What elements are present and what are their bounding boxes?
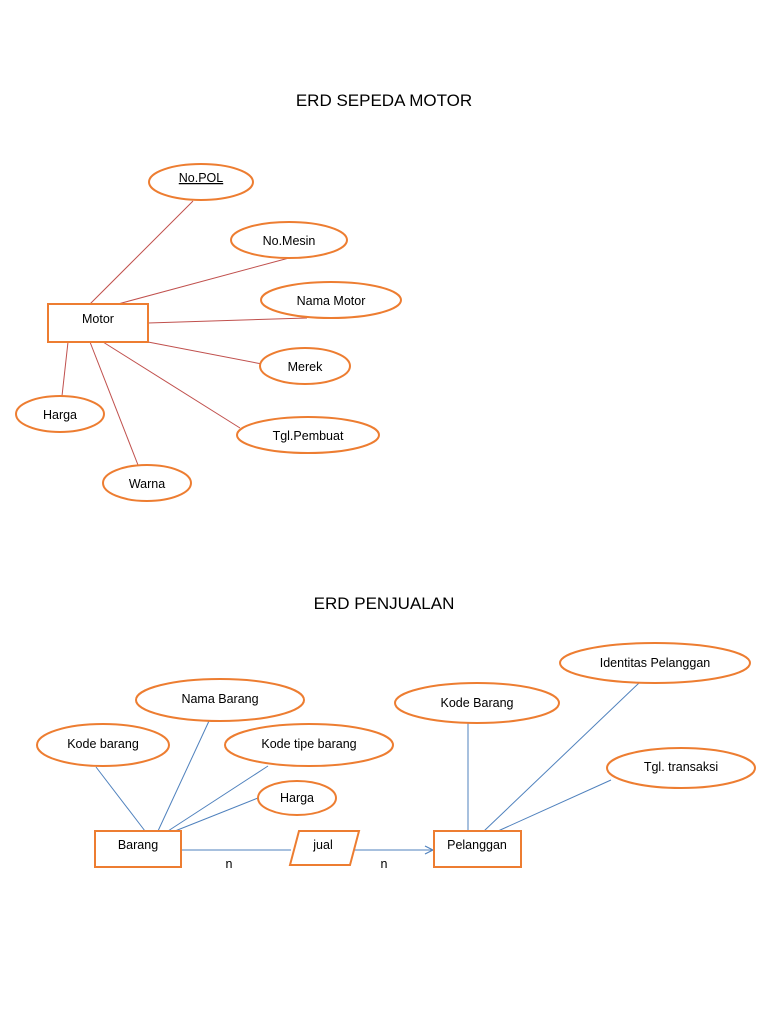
connector-pelanggan-tgltransaksi <box>497 779 612 832</box>
attribute-kodebarang-right-label: Kode Barang <box>441 696 514 710</box>
attribute-identitas-pelanggan-shape <box>559 642 751 684</box>
attribute-tglpembuat-shape <box>236 416 380 454</box>
connector-pelanggan-identitas <box>483 682 640 832</box>
attribute-identitas-pelanggan: Identitas Pelanggan <box>559 642 751 684</box>
attribute-namamotor-label: Nama Motor <box>297 294 366 308</box>
attribute-namamotor-shape <box>260 281 402 319</box>
entity-pelanggan-label: Pelanggan <box>447 838 507 852</box>
connector-motor-nomesin <box>117 257 290 305</box>
attribute-nopol: No.POL <box>148 163 254 201</box>
attribute-identitas-pelanggan-label: Identitas Pelanggan <box>600 656 711 670</box>
attribute-tgltransaksi-shape <box>606 747 756 789</box>
attribute-tgltransaksi-label: Tgl. transaksi <box>644 760 718 774</box>
erd-sepeda-motor: ERD SEPEDA MOTOR Motor No.POL No.Mesin N… <box>15 91 472 502</box>
attribute-harga-barang-label: Harga <box>280 791 314 805</box>
relationship-jual: jual <box>288 830 361 866</box>
attribute-namabarang-label: Nama Barang <box>181 692 258 706</box>
connector-motor-nopol <box>89 200 194 305</box>
attribute-harga-barang-shape <box>257 780 337 816</box>
entity-barang-label: Barang <box>118 838 158 852</box>
attribute-namabarang-shape <box>135 678 305 722</box>
attribute-kodebarang-left: Kode barang <box>36 723 170 767</box>
connector-barang-namabarang <box>157 720 210 832</box>
attribute-kodetipe-shape <box>224 723 394 767</box>
attribute-namabarang: Nama Barang <box>135 678 305 722</box>
erd2-connectors <box>95 682 640 850</box>
relationship-jual-label: jual <box>312 838 332 852</box>
attribute-warna: Warna <box>102 464 192 502</box>
connector-barang-kodebarang <box>95 766 146 832</box>
connector-barang-harga <box>174 797 259 832</box>
connector-motor-harga <box>61 341 69 397</box>
erd1-title: ERD SEPEDA MOTOR <box>296 91 472 110</box>
attribute-harga-motor-shape <box>15 395 105 433</box>
connector-motor-namamotor <box>147 317 308 324</box>
relationship-jual-shape <box>288 830 361 866</box>
attribute-tglpembuat: Tgl.Pembuat <box>236 416 380 454</box>
attribute-merek-label: Merek <box>288 360 323 374</box>
attribute-merek: Merek <box>259 347 351 385</box>
attribute-warna-label: Warna <box>129 477 165 491</box>
attribute-harga-motor-label: Harga <box>43 408 77 422</box>
attribute-tgltransaksi: Tgl. transaksi <box>606 747 756 789</box>
attribute-harga-motor: Harga <box>15 395 105 433</box>
entity-barang-box <box>94 830 182 868</box>
attribute-kodetipe: Kode tipe barang <box>224 723 394 767</box>
entity-motor-box <box>47 303 149 343</box>
attribute-warna-shape <box>102 464 192 502</box>
connector-motor-tglpembuat <box>102 341 241 429</box>
erd2-title: ERD PENJUALAN <box>314 594 455 613</box>
attribute-nomesin-shape <box>230 221 348 259</box>
entity-motor-label: Motor <box>82 312 114 326</box>
entity-pelanggan: Pelanggan <box>433 830 522 868</box>
cardinality-left: n <box>226 857 233 871</box>
cardinality-right: n <box>381 857 388 871</box>
attribute-harga-barang: Harga <box>257 780 337 816</box>
attribute-namamotor: Nama Motor <box>260 281 402 319</box>
entity-barang: Barang <box>94 830 182 868</box>
connector-motor-warna <box>89 341 139 466</box>
erd-penjualan: ERD PENJUALAN Barang jual Pelanggan n n <box>36 594 756 871</box>
attribute-kodetipe-label: Kode tipe barang <box>261 737 356 751</box>
connector-motor-merek <box>147 341 263 365</box>
attribute-kodebarang-left-label: Kode barang <box>67 737 139 751</box>
connector-barang-kodetipe <box>167 765 269 832</box>
entity-pelanggan-box <box>433 830 522 868</box>
attribute-nomesin-label: No.Mesin <box>263 234 316 248</box>
attribute-tglpembuat-label: Tgl.Pembuat <box>273 429 344 443</box>
erd1-connectors <box>61 200 308 466</box>
attribute-nopol-shape <box>148 163 254 201</box>
attribute-kodebarang-right: Kode Barang <box>394 682 560 724</box>
attribute-nopol-label: No.POL <box>179 171 224 185</box>
attribute-nomesin: No.Mesin <box>230 221 348 259</box>
attribute-kodebarang-left-shape <box>36 723 170 767</box>
attribute-kodebarang-right-shape <box>394 682 560 724</box>
entity-motor: Motor <box>47 303 149 343</box>
attribute-merek-shape <box>259 347 351 385</box>
